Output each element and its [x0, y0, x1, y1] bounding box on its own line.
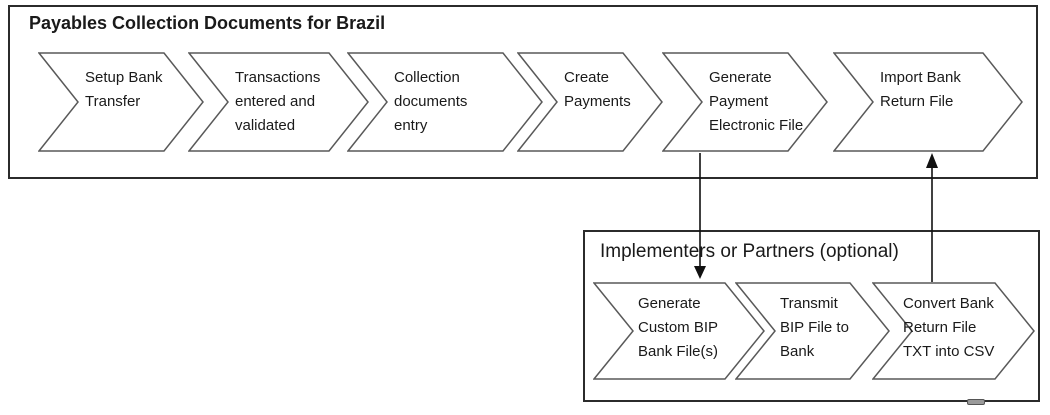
arrow-up-connector [926, 153, 938, 282]
chevron-shape-icon [347, 52, 543, 152]
step-import-bank-return-file: Import Bank Return File [833, 52, 1023, 152]
step-convert-bank-return-file-txt-csv: Convert Bank Return File TXT into CSV [872, 282, 1035, 380]
step-transactions-entered-validated: Transactions entered and validated [188, 52, 369, 152]
step-label: Generate Custom BIP Bank File(s) [638, 295, 719, 360]
step-label: Convert Bank Return File TXT into CSV [903, 295, 995, 360]
selection-handle-artifact [967, 399, 985, 405]
step-label: Generate Payment Electronic File [709, 69, 804, 134]
step-transmit-bip-file-to-bank: Transmit BIP File to Bank [735, 282, 890, 380]
implementers-group-title: Implementers or Partners (optional) [600, 241, 899, 262]
step-label: Setup Bank Transfer [85, 69, 163, 110]
step-collection-documents-entry: Collection documents entry [347, 52, 543, 152]
step-generate-custom-bip-bank-files: Generate Custom BIP Bank File(s) [593, 282, 765, 380]
step-create-payments: Create Payments [517, 52, 663, 152]
step-label: Collection documents entry [394, 69, 468, 134]
chevron-shape-icon [593, 282, 765, 380]
step-label: Transmit BIP File to Bank [780, 295, 849, 360]
chevron-shape-icon [662, 52, 828, 152]
chevron-shape-icon [833, 52, 1023, 152]
arrow-down-connector [694, 153, 706, 279]
chevron-shape-icon [38, 52, 204, 152]
payables-group-title: Payables Collection Documents for Brazil [29, 13, 386, 33]
chevron-shape-icon [735, 282, 890, 380]
step-generate-payment-electronic-file: Generate Payment Electronic File [662, 52, 828, 152]
step-setup-bank-transfer: Setup Bank Transfer [38, 52, 204, 152]
step-label: Transactions entered and validated [235, 69, 321, 134]
chevron-shape-icon [517, 52, 663, 152]
chevron-shape-icon [872, 282, 1035, 380]
step-label: Import Bank Return File [880, 69, 961, 110]
step-label: Create Payments [564, 69, 631, 110]
chevron-shape-icon [188, 52, 369, 152]
